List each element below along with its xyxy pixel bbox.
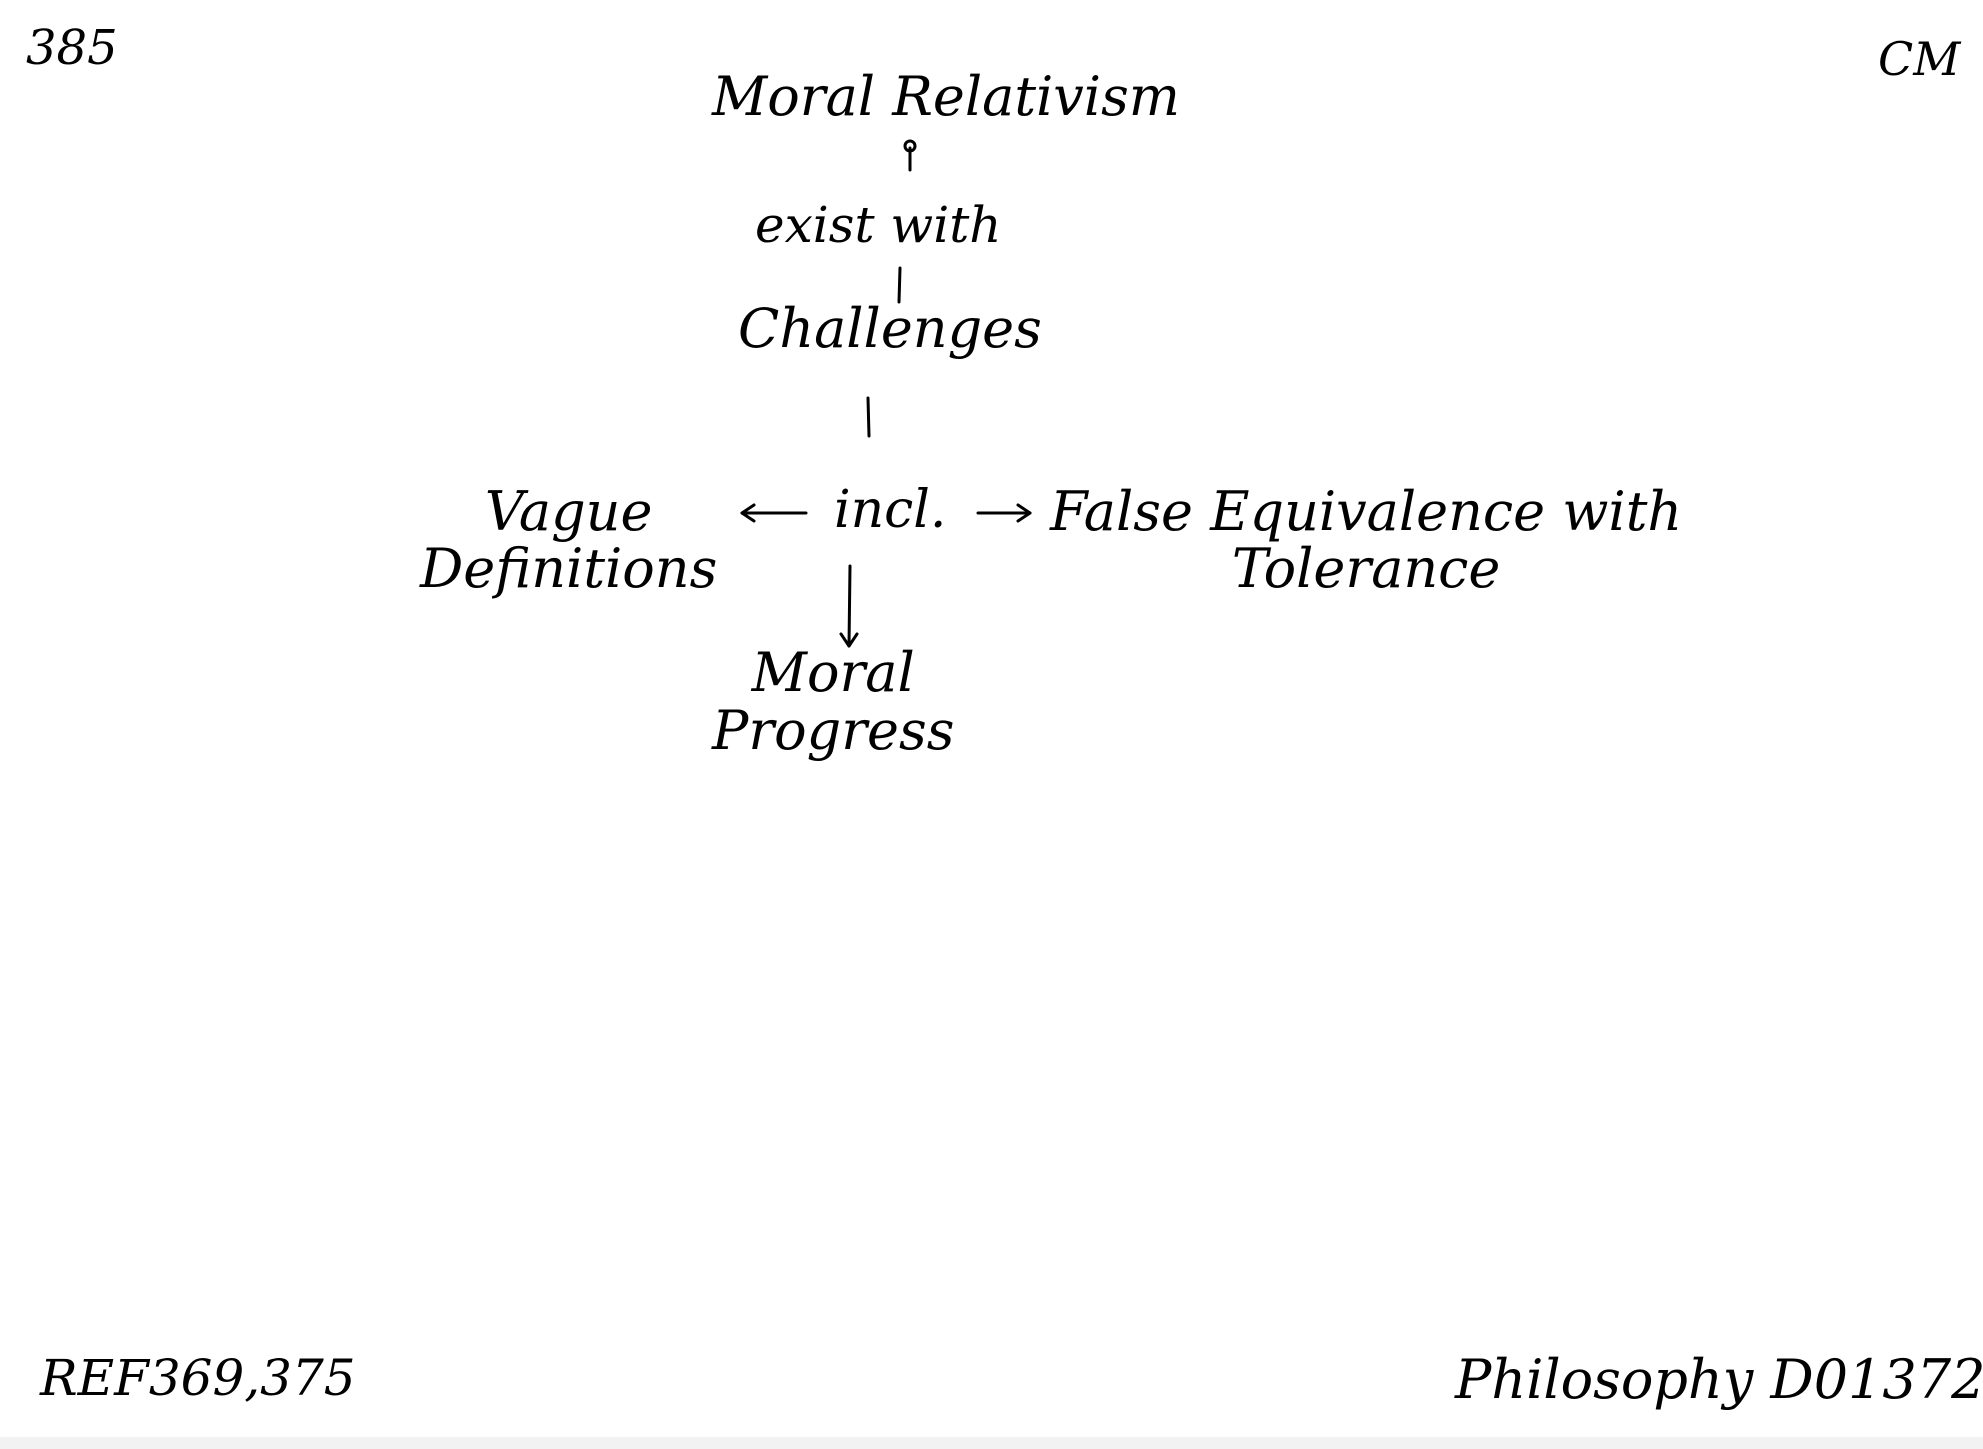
node-vague-definitions: Vague Definitions — [420, 480, 718, 600]
node-false-equivalence-line2: Tolerance — [1231, 536, 1501, 600]
node-false-equivalence: False Equivalence with Tolerance — [1050, 480, 1683, 600]
node-moral-progress: Moral Progress — [712, 641, 955, 763]
edge-root-relation — [903, 139, 917, 172]
subject-code: Philosophy D01372 — [1455, 1348, 1983, 1411]
node-challenges: Challenges — [738, 297, 1042, 360]
arrow-hub-left — [740, 503, 808, 523]
arrow-hub-down — [839, 564, 859, 648]
arrow-hub-right — [976, 503, 1032, 523]
node-vague-definitions-line1: Vague — [484, 480, 653, 543]
edge-label-exist-with: exist with — [755, 196, 1002, 254]
author-initials: CM — [1878, 32, 1961, 86]
page-bottom-edge — [0, 1437, 1983, 1449]
page-number: 385 — [26, 20, 118, 76]
node-vague-definitions-line2: Definitions — [420, 536, 718, 600]
node-false-equivalence-line1: False Equivalence with — [1050, 480, 1683, 543]
node-includes: incl. — [834, 480, 947, 540]
edge-challenges-hub — [866, 396, 871, 438]
node-moral-progress-line1: Moral — [751, 641, 915, 704]
node-moral-progress-line2: Progress — [712, 699, 955, 763]
reference-label: REF369,375 — [40, 1349, 356, 1407]
node-moral-relativism: Moral Relativism — [712, 65, 1180, 128]
